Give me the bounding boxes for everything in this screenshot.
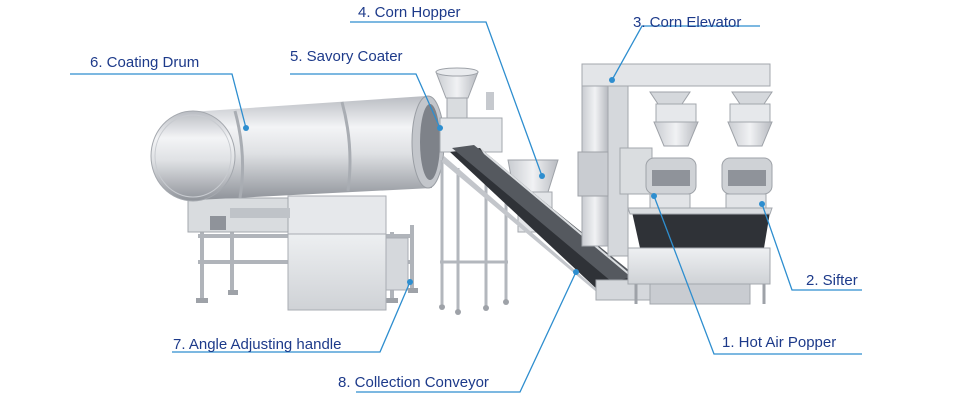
sifter-units [646, 158, 772, 214]
label-angle-adjusting-handle: 7. Angle Adjusting handle [173, 336, 341, 354]
hot-air-popper-unit [628, 208, 772, 304]
coating-drum-unit [151, 96, 444, 310]
label-coating-drum: 6. Coating Drum [90, 54, 199, 72]
label-savory-coater: 5. Savory Coater [290, 48, 403, 66]
label-corn-hopper: 4. Corn Hopper [358, 4, 461, 22]
label-sifter: 2. Sifter [806, 272, 858, 290]
label-corn-elevator: 3. Corn Elevator [633, 14, 741, 32]
label-collection-conveyor: 8. Collection Conveyor [338, 374, 489, 392]
label-hot-air-popper: 1. Hot Air Popper [722, 334, 836, 352]
